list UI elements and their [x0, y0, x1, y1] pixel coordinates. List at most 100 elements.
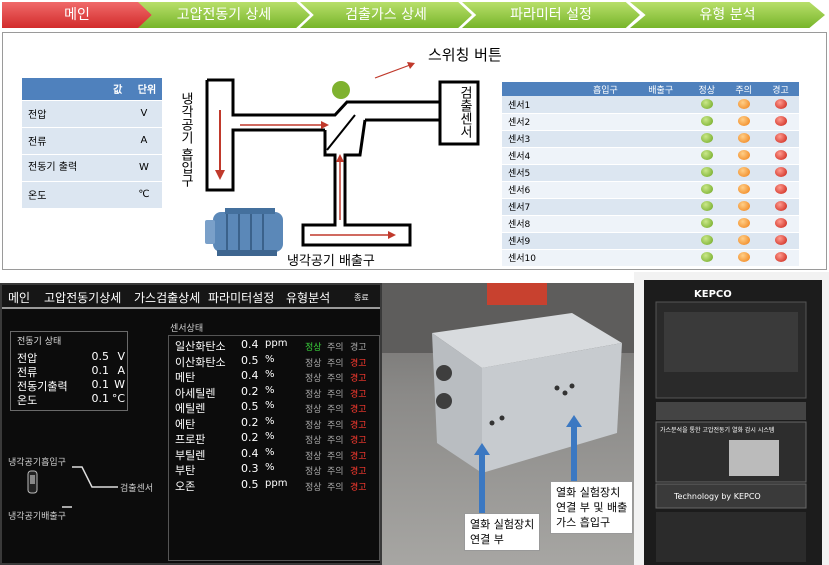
status-normal-icon[interactable]: [700, 184, 713, 195]
sensor-row-value: 0.4: [241, 369, 259, 382]
status-warning-icon[interactable]: [774, 167, 787, 178]
status-warning-icon[interactable]: [774, 218, 787, 229]
status-warning-icon[interactable]: [774, 133, 787, 144]
app-screenshot: 메인 고압전동기상세 가스검출상세 파라미터설정 유형분석 종료 전동기 상태 …: [0, 283, 382, 565]
sensor-inlet-cell: [577, 164, 634, 182]
tab-parameter-settings[interactable]: 파라미터 설정: [462, 2, 640, 28]
sensor-row-name: 에탄: [175, 417, 196, 431]
status-caution-icon[interactable]: [737, 150, 750, 161]
sensor-row-name: 이산화탄소: [175, 355, 226, 369]
status-cell: [762, 232, 799, 250]
status-warning-icon[interactable]: [774, 184, 787, 195]
status-cell: [725, 181, 763, 199]
app-tab-main[interactable]: 메인: [8, 291, 31, 305]
app-tab-motor-detail[interactable]: 고압전동기상세: [44, 291, 122, 305]
status-normal-label: 정상: [305, 451, 322, 462]
sensor-outlet-cell: [633, 130, 689, 148]
status-normal-icon[interactable]: [700, 150, 713, 161]
status-caution-icon[interactable]: [737, 201, 750, 212]
status-normal-icon[interactable]: [700, 201, 713, 212]
status-normal-icon[interactable]: [700, 167, 713, 178]
status-cell: [725, 96, 763, 114]
status-normal-icon[interactable]: [700, 235, 713, 246]
status-warning-icon[interactable]: [774, 235, 787, 246]
tab-main[interactable]: 메인: [2, 2, 152, 28]
status-warning-label: 경고: [350, 358, 367, 369]
motor-row-unit: A: [117, 364, 125, 377]
tab-motor-detail[interactable]: 고압전동기 상세: [138, 2, 310, 28]
status-warning-icon[interactable]: [774, 116, 787, 127]
table-row: 센서9: [502, 232, 799, 250]
status-caution-icon[interactable]: [737, 133, 750, 144]
sensor-inlet-cell: [577, 232, 634, 250]
sensor-name: 센서7: [502, 198, 578, 216]
sensor-name: 센서5: [502, 164, 578, 182]
status-warning-icon[interactable]: [774, 99, 787, 109]
state-unit: ℃: [125, 181, 162, 209]
sensor-inlet-cell: [577, 249, 634, 267]
status-normal-label: 정상: [305, 420, 322, 431]
cooling-inlet-label: 냉각공기 흡입구: [178, 92, 193, 188]
sensor-row-value: 0.5: [241, 353, 259, 367]
app-exit-button[interactable]: 종료: [354, 293, 369, 302]
status-warning-icon[interactable]: [774, 150, 787, 161]
status-normal-icon[interactable]: [700, 133, 713, 144]
status-caution-icon[interactable]: [737, 184, 750, 195]
arrow-head: [336, 154, 344, 162]
sensor-row-name: 프로판: [175, 433, 206, 446]
status-warning-label: 경고: [350, 467, 367, 477]
status-caution-icon[interactable]: [737, 99, 750, 109]
status-normal-icon[interactable]: [700, 252, 713, 263]
status-caution-icon[interactable]: [737, 167, 750, 178]
status-cell: [725, 113, 763, 131]
status-cell: [688, 113, 726, 131]
status-warning-icon[interactable]: [774, 252, 787, 263]
status-caution-label: 주의: [327, 389, 344, 400]
state-header-blank: [22, 78, 104, 101]
tab-gas-detail[interactable]: 검출가스 상세: [300, 2, 472, 28]
state-unit: W: [125, 154, 162, 182]
status-caution-icon[interactable]: [737, 235, 750, 246]
sensor-name: 센서1: [502, 96, 578, 114]
status-cell: [725, 130, 763, 148]
status-warning-label: 경고: [350, 436, 367, 446]
sensor-header-inlet: 흡입구: [577, 82, 634, 96]
sensor-outlet-cell: [633, 113, 689, 131]
switch-flap[interactable]: [326, 114, 356, 151]
state-unit: V: [125, 100, 162, 128]
status-caution-icon[interactable]: [737, 218, 750, 229]
status-warning-icon[interactable]: [774, 201, 787, 212]
app-tab-gas-detail[interactable]: 가스검출상세: [134, 291, 201, 305]
table-row: 온도℃: [22, 181, 162, 209]
table-row: 센서8: [502, 215, 799, 233]
state-header-value: 값: [103, 78, 126, 101]
app-tab-analysis[interactable]: 유형분석: [286, 291, 331, 305]
sensor-header-blank: [502, 82, 578, 96]
status-cell: [688, 249, 726, 267]
note-line: 가스 흡입구: [556, 516, 611, 529]
status-normal-icon[interactable]: [700, 99, 713, 109]
state-name: 전류: [22, 127, 104, 155]
table-row: 센서6: [502, 181, 799, 199]
arrow-head: [407, 62, 415, 69]
status-normal-icon[interactable]: [700, 116, 713, 127]
switch-button-icon[interactable]: [332, 81, 350, 99]
status-normal-icon[interactable]: [700, 218, 713, 229]
state-value: [103, 154, 126, 182]
tab-pattern-analysis[interactable]: 유형 분석: [630, 2, 825, 28]
sensor-outlet-cell: [633, 164, 689, 182]
sensor-row-unit: %: [265, 462, 275, 473]
status-caution-icon[interactable]: [737, 116, 750, 127]
status-caution-icon[interactable]: [737, 252, 750, 263]
sensor-row-value: 0.5: [241, 477, 259, 491]
app-tab-parameter[interactable]: 파라미터설정: [208, 291, 275, 305]
sensor-row-unit: %: [265, 384, 275, 396]
sensor-inlet-cell: [577, 130, 634, 148]
airflow-diagram: [205, 62, 480, 256]
sensor-outlet-cell: [633, 198, 689, 216]
note-line: 열화 실험장치: [470, 518, 535, 531]
